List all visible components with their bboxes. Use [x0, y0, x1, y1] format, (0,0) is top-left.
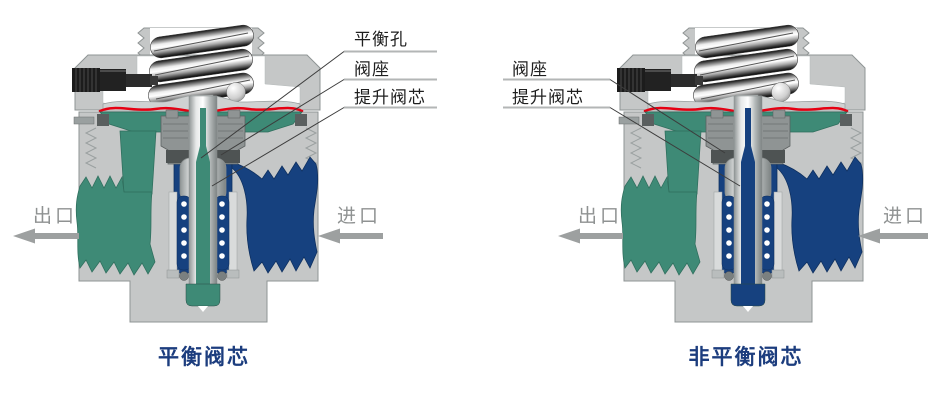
inlet-arrow-icon [318, 228, 383, 244]
caption-balanced-core: 平衡阀芯 [158, 346, 250, 369]
caption-unbalanced-core: 非平衡阀芯 [688, 346, 804, 369]
valve-cross-section-unbalanced [503, 22, 928, 324]
outlet-arrow-icon [13, 228, 79, 244]
outlet-label-right: 出口 [578, 206, 623, 227]
callout-lift-core-left: 提升阀芯 [354, 88, 426, 107]
outlet-label-left: 出口 [33, 206, 78, 227]
callout-lift-core-right: 提升阀芯 [512, 88, 584, 107]
inlet-label-left: 进口 [337, 206, 382, 227]
valve-cross-section-balanced [13, 22, 437, 324]
callout-lines-balanced [200, 50, 437, 187]
callout-balance-hole: 平衡孔 [354, 30, 408, 49]
inlet-arrow-icon [858, 228, 928, 244]
callout-valve-seat-left: 阀座 [354, 60, 390, 79]
inlet-label-right: 进口 [883, 206, 928, 227]
outlet-arrow-icon [558, 228, 623, 244]
callout-valve-seat-right: 阀座 [512, 60, 548, 79]
callout-lines-unbalanced [503, 78, 741, 187]
